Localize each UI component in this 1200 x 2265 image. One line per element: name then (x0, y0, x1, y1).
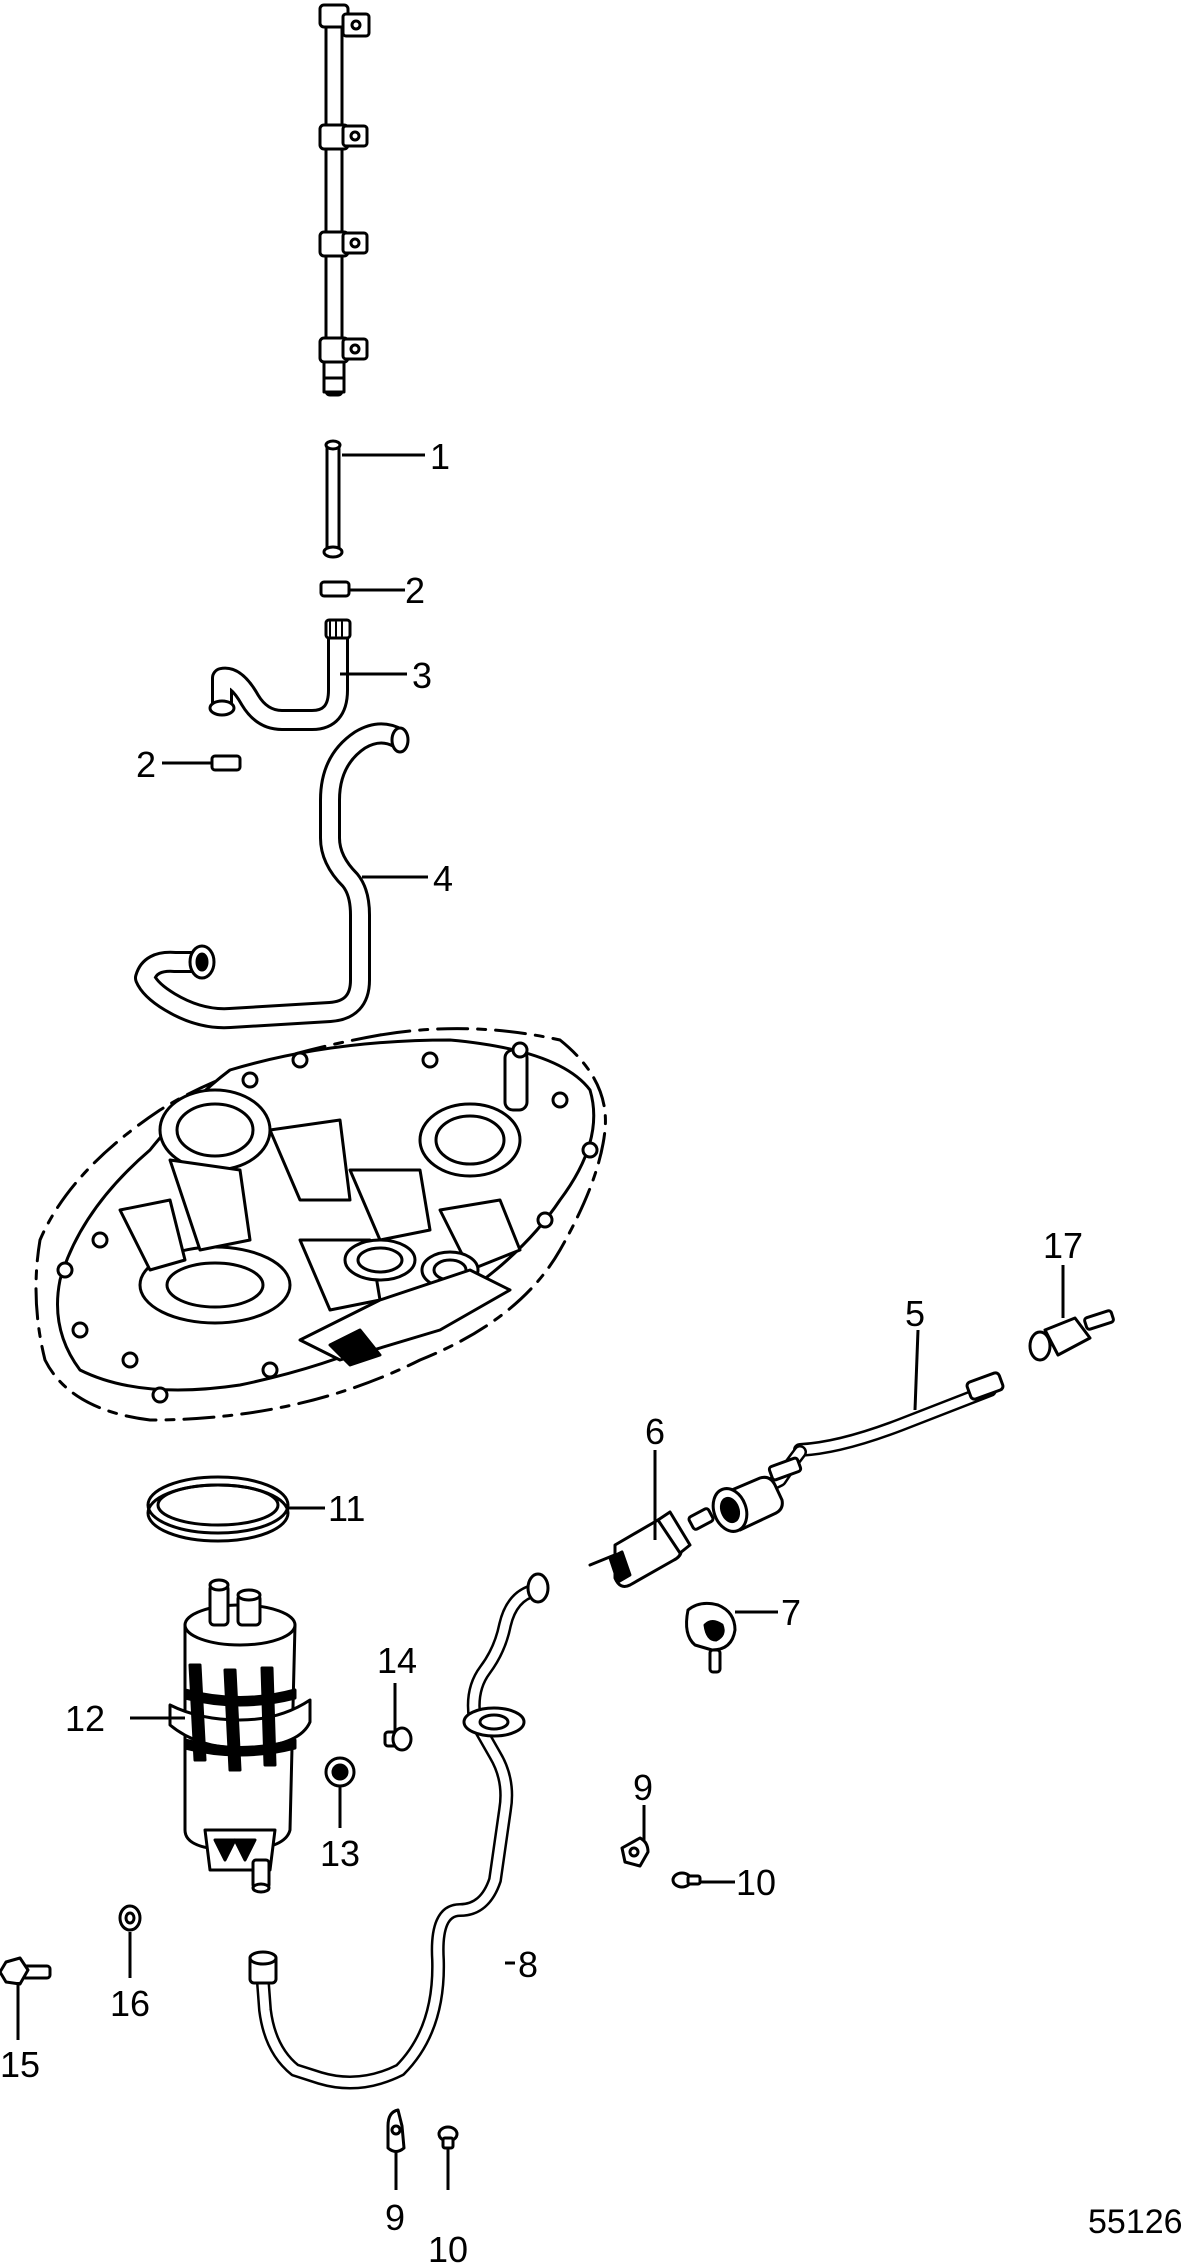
fuel-rail (318, 3, 371, 397)
callout-4: 4 (433, 858, 453, 899)
mounting-plate (34, 1027, 607, 1422)
part-10-screw-bottom (437, 2125, 459, 2150)
callout-labels: 1 2 2 3 4 5 6 7 8 9 10 11 12 13 14 15 16… (0, 436, 1083, 2265)
callout-14: 14 (377, 1640, 417, 1681)
callout-13: 13 (320, 1833, 360, 1874)
part-3-hose (208, 618, 352, 731)
part-1-pin (322, 439, 344, 559)
part-9-clip-right (620, 1836, 650, 1868)
part-2-sleeve-lower (210, 754, 242, 772)
callout-3: 3 (412, 655, 432, 696)
reference-id: 55126 (1088, 2203, 1183, 2241)
callout-11: 11 (328, 1488, 365, 1529)
callout-2: 2 (405, 570, 425, 611)
callout-8: 8 (518, 1944, 538, 1985)
part-17-fitting (1028, 1309, 1115, 1362)
part-13-grommet (324, 1756, 356, 1788)
part-16-washer (118, 1904, 142, 1932)
callout-17: 17 (1043, 1225, 1083, 1266)
callout-15: 15 (0, 2044, 40, 2085)
callout-2: 2 (136, 744, 156, 785)
part-14-plug (383, 1726, 413, 1752)
callout-10: 10 (428, 2229, 468, 2265)
part-9-clip-bottom (386, 2108, 406, 2153)
callout-9: 9 (385, 2197, 405, 2238)
part-8-fuel-hose (248, 1572, 550, 2090)
leader-lines (16, 453, 1065, 2190)
part-7-clip (685, 1601, 737, 1674)
callout-7: 7 (781, 1592, 801, 1633)
callout-5: 5 (905, 1293, 925, 1334)
part-4-hose (134, 722, 410, 1030)
part-5-hose (711, 1371, 1005, 1533)
part-12-fuel-pump-assembly (168, 1578, 312, 1894)
part-2-sleeve-upper (319, 580, 351, 598)
callout-6: 6 (645, 1411, 665, 1452)
callout-10: 10 (736, 1862, 776, 1903)
part-15-bolt (0, 1956, 52, 1986)
part-10-screw-right (671, 1871, 702, 1889)
part-6-fuel-filter (588, 1507, 715, 1588)
callout-1: 1 (430, 436, 450, 477)
callout-9: 9 (633, 1767, 653, 1808)
callout-16: 16 (110, 1983, 150, 2024)
callout-12: 12 (65, 1698, 105, 1739)
part-11-o-ring (146, 1475, 290, 1543)
